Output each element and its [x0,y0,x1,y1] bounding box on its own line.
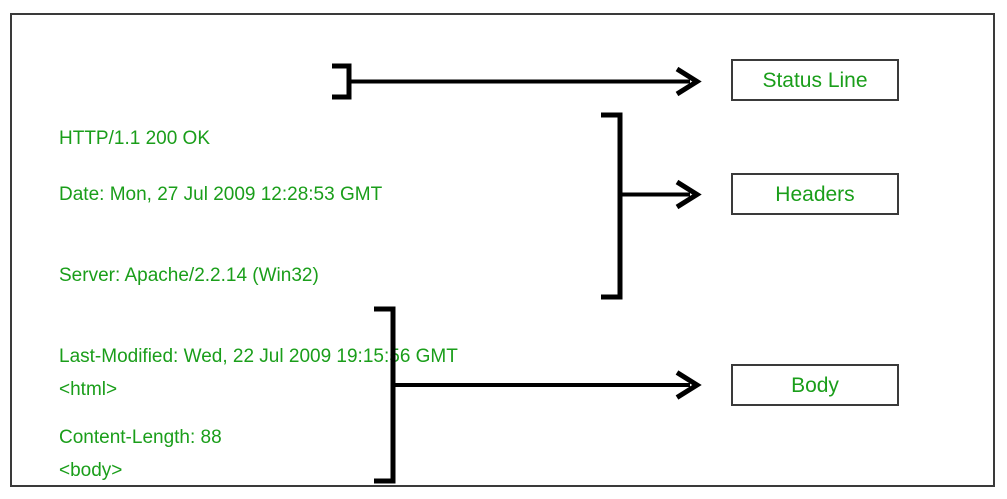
label-box-status-line-text: Status Line [762,68,868,92]
label-box-headers-text: Headers [775,182,855,206]
label-box-body-text: Body [791,373,839,397]
headers-arrow-head-icon [675,179,702,210]
status-line-block: HTTP/1.1 200 OK [59,71,210,206]
label-box-headers[interactable]: Headers [731,173,899,215]
body-arrow-head-icon [675,370,702,400]
body-line-body-open: <body> [59,460,123,481]
body-line-html-open: <html> [59,379,118,400]
headers-block: Date: Mon, 27 Jul 2009 12:28:53 GMT Serv… [59,127,458,499]
status-line-text-line: HTTP/1.1 200 OK [59,128,211,149]
headers-connector [601,112,702,300]
headers-bracket-icon [601,112,623,300]
header-line-server: Server: Apache/2.2.14 (Win32) [59,265,319,286]
status-line-bracket-icon [332,63,352,100]
label-box-body[interactable]: Body [731,364,899,406]
status-line-connector [332,63,702,100]
diagram-frame: HTTP/1.1 200 OK Date: Mon, 27 Jul 2009 1… [10,13,995,487]
header-line-last-modified: Last-Modified: Wed, 22 Jul 2009 19:15:56… [59,346,458,367]
body-block: <html> <body> <h1>Hello, World!</h1> </b… [59,322,259,499]
status-line-arrow-head-icon [675,66,702,97]
label-box-status-line[interactable]: Status Line [731,59,899,101]
header-line-content-length: Content-Length: 88 [59,427,222,448]
header-line-date: Date: Mon, 27 Jul 2009 12:28:53 GMT [59,184,383,205]
